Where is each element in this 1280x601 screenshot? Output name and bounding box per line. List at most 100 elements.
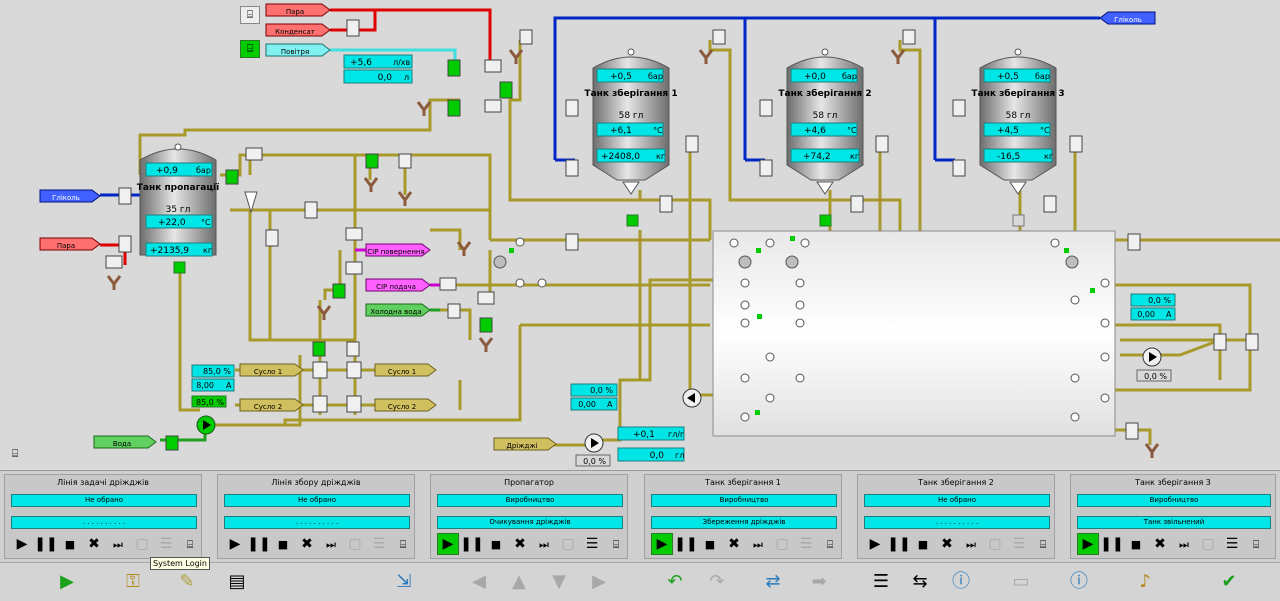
list-icon[interactable]: ☰ — [799, 536, 813, 552]
list-icon[interactable]: ☰ — [872, 571, 890, 592]
skip-button[interactable]: ⏭ — [966, 537, 976, 551]
import-icon[interactable]: ⇲ — [396, 571, 412, 592]
info-icon[interactable]: ⓘ — [952, 571, 970, 592]
svg-text:0,0 %: 0,0 % — [590, 386, 613, 395]
login-key-icon[interactable]: ⚿ — [126, 571, 140, 592]
report-icon[interactable]: ▤ — [228, 571, 246, 592]
skip-button[interactable]: ⏭ — [539, 537, 549, 551]
abort-button[interactable]: ✖ — [1154, 536, 1166, 552]
pause-button[interactable]: ❚❚ — [674, 536, 698, 552]
stop-button[interactable]: ■ — [704, 537, 716, 551]
line-tag-cip-supply: CIP подача — [365, 278, 431, 292]
message-icon[interactable]: ▢ — [988, 536, 1002, 552]
notes-icon[interactable]: ✎ — [179, 571, 195, 592]
list-icon[interactable]: ☰ — [585, 536, 599, 552]
start-button[interactable]: ▶ — [229, 536, 241, 552]
propagator-tank[interactable] — [139, 143, 217, 256]
stop-button[interactable]: ■ — [917, 537, 929, 551]
matrix-valves[interactable] — [515, 237, 1110, 422]
message-icon[interactable]: ▢ — [135, 536, 149, 552]
swap-icon[interactable]: ⇆ — [912, 571, 928, 592]
network-active-icon[interactable]: ⌸ — [240, 40, 260, 58]
stop-button[interactable]: ■ — [277, 537, 289, 551]
abort-button[interactable]: ✖ — [88, 536, 100, 552]
undo-icon[interactable]: ↶ — [667, 571, 683, 592]
list-icon[interactable]: ☰ — [372, 536, 386, 552]
redo-icon[interactable]: ↷ — [709, 571, 725, 592]
matrix-valve-states — [509, 236, 1095, 415]
yeast-pump[interactable] — [584, 433, 604, 453]
matrix-valve-bodies[interactable] — [493, 255, 1079, 269]
sound-icon[interactable]: ♪ — [1139, 571, 1151, 592]
network-icon[interactable]: ⌸ — [1252, 537, 1260, 551]
abort-button[interactable]: ✖ — [941, 536, 953, 552]
svg-text:+0,9: +0,9 — [156, 166, 178, 176]
transfer-icon[interactable]: ⇄ — [765, 571, 781, 592]
svg-text:°С: °С — [1040, 126, 1050, 135]
skip-button[interactable]: ⏭ — [326, 537, 336, 551]
start-button[interactable]: ▶ — [651, 533, 673, 555]
svg-text:A: A — [607, 400, 613, 409]
message-icon[interactable]: ▢ — [561, 536, 575, 552]
matrix-pump[interactable] — [682, 388, 702, 408]
help-icon[interactable]: ⓘ — [1070, 571, 1088, 592]
status-icon[interactable]: ⌸ — [11, 447, 19, 460]
panel-propagator: Пропагатор Виробництво Очикування дріждж… — [430, 474, 628, 559]
pause-button[interactable]: ❚❚ — [887, 536, 911, 552]
skip-button[interactable]: ⏭ — [1179, 537, 1189, 551]
arrow-left-icon[interactable]: ◀ — [472, 571, 486, 592]
run-icon[interactable]: ▶ — [60, 571, 74, 592]
abort-button[interactable]: ✖ — [301, 536, 313, 552]
svg-text:85,0 %: 85,0 % — [196, 398, 224, 407]
skip-button[interactable]: ⏭ — [113, 537, 123, 551]
network-icon[interactable]: ⌸ — [826, 537, 834, 551]
right-pump[interactable] — [1142, 347, 1162, 367]
list-icon[interactable]: ☰ — [159, 536, 173, 552]
valve-group[interactable] — [105, 19, 1259, 451]
start-button[interactable]: ▶ — [869, 536, 881, 552]
pause-button[interactable]: ❚❚ — [460, 536, 484, 552]
start-button[interactable]: ▶ — [437, 533, 459, 555]
forward-icon[interactable]: ➡ — [811, 571, 827, 592]
svg-text:A: A — [1166, 310, 1172, 319]
water-pump[interactable] — [196, 415, 216, 435]
message-icon[interactable]: ▢ — [775, 536, 789, 552]
network-icon[interactable]: ⌸ — [1039, 537, 1047, 551]
acknowledge-icon[interactable]: ✔ — [1221, 571, 1237, 592]
svg-text:гл: гл — [675, 451, 684, 460]
panel-state: Не обрано — [11, 494, 197, 507]
abort-button[interactable]: ✖ — [514, 536, 526, 552]
network-icon[interactable]: ⌸ — [399, 537, 407, 551]
svg-text:Пара: Пара — [286, 8, 304, 16]
start-button[interactable]: ▶ — [1077, 533, 1099, 555]
message-icon[interactable]: ▢ — [348, 536, 362, 552]
arrow-up-icon[interactable]: ▲ — [512, 571, 526, 592]
start-button[interactable]: ▶ — [16, 536, 28, 552]
list-icon[interactable]: ☰ — [1012, 536, 1026, 552]
pause-button[interactable]: ❚❚ — [1100, 536, 1124, 552]
network-icon[interactable]: ⌸ — [186, 537, 194, 551]
svg-text:°С: °С — [201, 218, 211, 227]
abort-button[interactable]: ✖ — [728, 536, 740, 552]
panel-step: . . . . . . . . . . — [11, 516, 197, 529]
monitor-icon[interactable]: ▭ — [1012, 571, 1030, 592]
svg-text:+2408,0: +2408,0 — [601, 152, 640, 162]
stop-button[interactable]: ■ — [1130, 537, 1142, 551]
panel-title: Пропагатор — [504, 478, 554, 487]
panel-storage-tank-1: Танк зберігання 1 Виробництво Збереження… — [644, 474, 842, 559]
message-icon[interactable]: ▢ — [1201, 536, 1215, 552]
network-icon[interactable]: ⌸ — [612, 537, 620, 551]
svg-text:Холодна вода: Холодна вода — [370, 308, 421, 316]
list-icon[interactable]: ☰ — [1225, 536, 1239, 552]
tank1-readouts: +0,5 бар Танк зберігання 1 58 гл +6,1 °С… — [584, 68, 678, 163]
skip-button[interactable]: ⏭ — [753, 537, 763, 551]
panel-step: Очикування дріжджів — [437, 516, 623, 529]
arrow-down-icon[interactable]: ▼ — [552, 571, 566, 592]
stop-button[interactable]: ■ — [64, 537, 76, 551]
line-tag-cold-water: Холодна вода — [365, 303, 431, 317]
arrow-right-icon[interactable]: ▶ — [592, 571, 606, 592]
pause-button[interactable]: ❚❚ — [247, 536, 271, 552]
stop-button[interactable]: ■ — [490, 537, 502, 551]
pause-button[interactable]: ❚❚ — [34, 536, 58, 552]
network-icon[interactable]: ⌸ — [240, 6, 260, 24]
